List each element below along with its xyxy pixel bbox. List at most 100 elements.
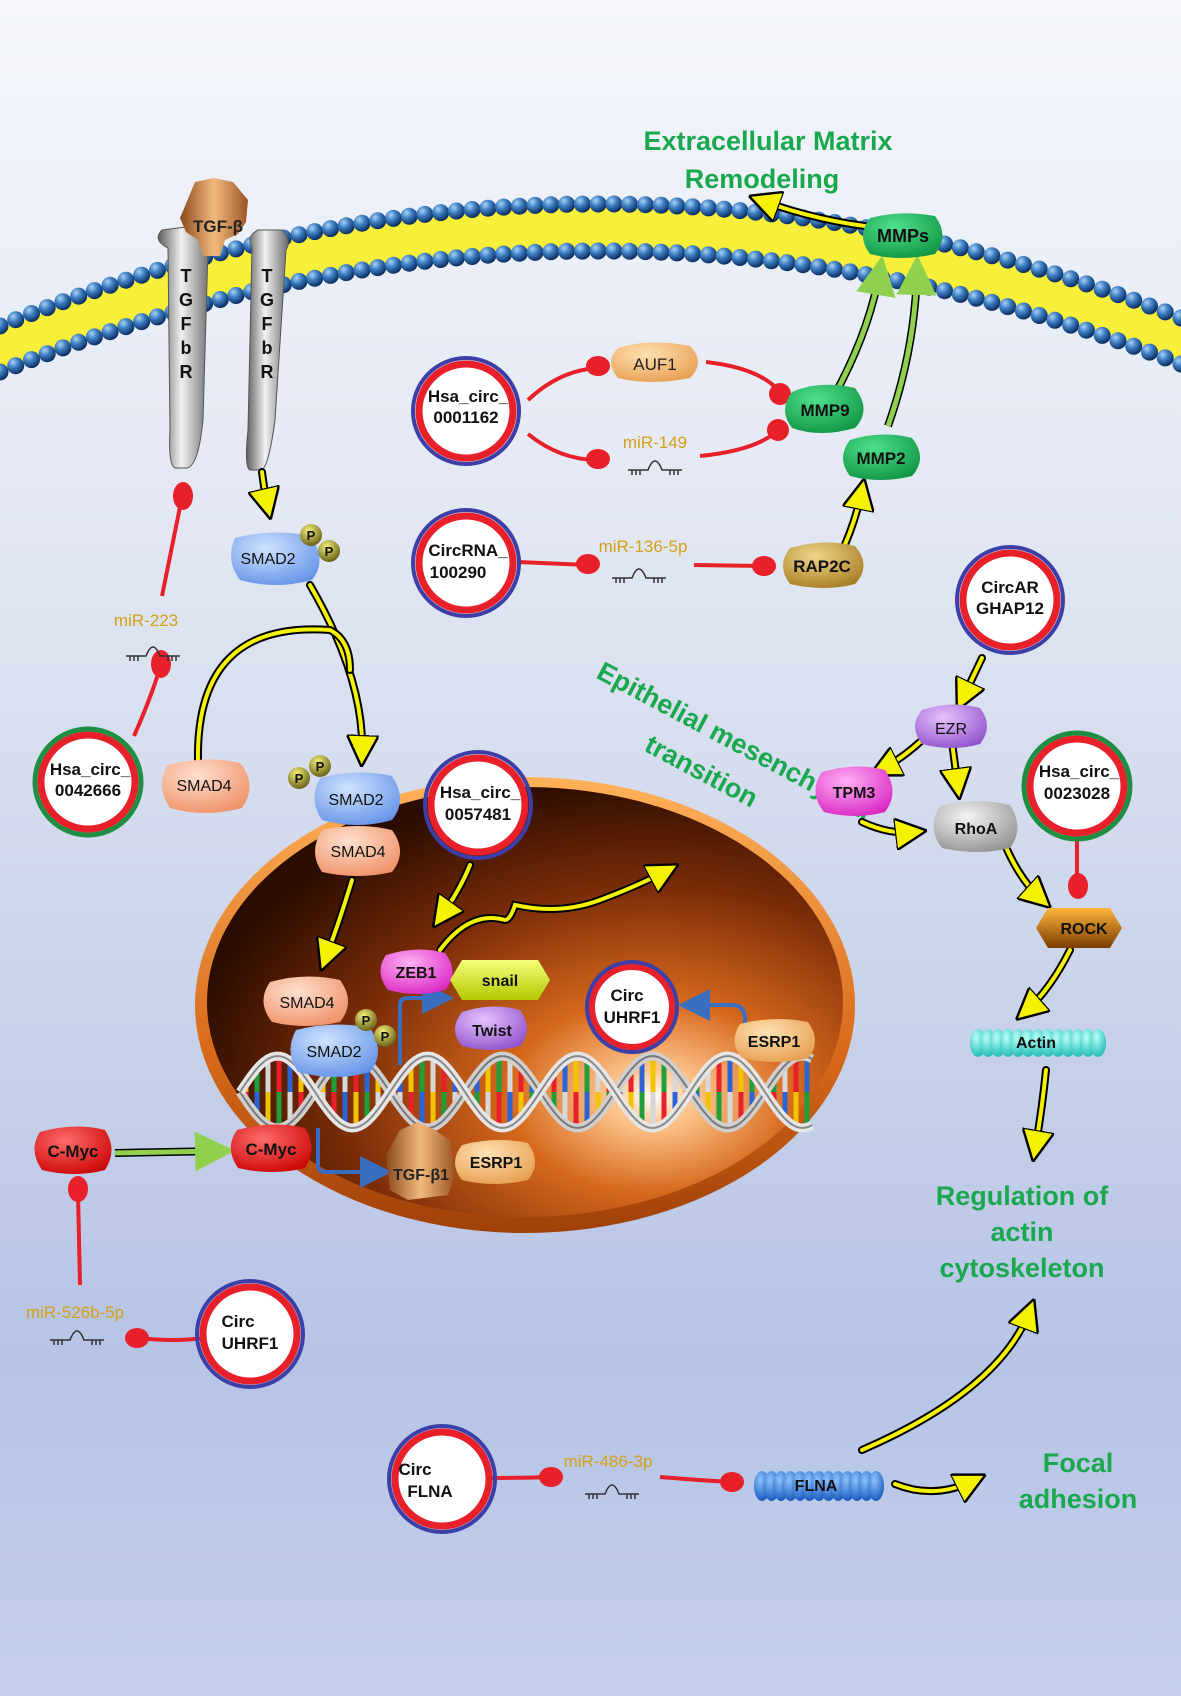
phospholipid-head	[605, 195, 623, 213]
phospholipid-head	[967, 289, 985, 307]
phospholipid-head	[699, 246, 717, 264]
phospholipid-head	[23, 351, 40, 369]
activate-arrow	[306, 581, 362, 755]
phospholipid-head	[306, 269, 324, 287]
protein-label: MMPs	[877, 226, 929, 246]
transcription-arrow	[678, 989, 747, 1052]
phospholipid-head	[1141, 297, 1158, 315]
phospho-label: P	[381, 1029, 390, 1044]
phospholipid-head	[999, 298, 1017, 316]
inhibit-line	[132, 667, 162, 737]
phospholipid-head	[747, 250, 765, 268]
circrna-label: 0023028	[1044, 784, 1110, 803]
inhibit-line	[160, 501, 183, 597]
circrna-hsa-circ-0057481: Hsa_circ_ 0057481	[423, 750, 533, 860]
phospholipid-head	[967, 243, 985, 261]
phospholipid-head	[668, 197, 686, 215]
activate-arrow	[891, 1480, 975, 1491]
phospholipid-head	[1077, 275, 1095, 293]
circrna-label: GHAP12	[976, 599, 1044, 618]
circrna-label: CircAR	[981, 578, 1039, 597]
circrna-label: Hsa_circ_	[50, 760, 131, 779]
phospholipid-head	[936, 282, 954, 300]
phospholipid-head	[38, 299, 56, 317]
tgfbr-letter: G	[179, 290, 193, 310]
mmp9-to-mmps-arrow	[830, 269, 884, 398]
circrna-label: UHRF1	[604, 1008, 661, 1027]
actin-title-line2: actin	[990, 1217, 1053, 1247]
phospholipid-head	[495, 198, 513, 216]
transcription-arrow	[316, 1128, 392, 1188]
actin-monomer-icon	[1090, 1029, 1106, 1057]
protein-label: Actin	[1016, 1035, 1056, 1052]
protein-label: ROCK	[1060, 921, 1108, 938]
mirna-label: miR-486-3p	[564, 1452, 653, 1471]
activate-arrow	[858, 822, 915, 833]
flna-monomer-icon	[868, 1471, 884, 1501]
phospholipid-head	[841, 263, 859, 281]
inhibit-line	[705, 360, 782, 394]
protein-label: FLNA	[795, 1478, 838, 1495]
phospholipid-head	[684, 245, 702, 263]
circrna-label: Hsa_circ_	[440, 783, 521, 802]
phospholipid-head	[400, 207, 418, 225]
protein-smad2-nuclear: SMAD2 P P	[290, 1009, 396, 1077]
phospholipid-head	[0, 363, 9, 381]
phospholipid-head	[463, 201, 481, 218]
protein-snail: snail	[450, 960, 550, 1000]
phospholipid-head	[1093, 326, 1111, 344]
phospholipid-head	[290, 272, 308, 290]
phospholipid-head	[510, 244, 528, 262]
phospholipid-head	[1014, 256, 1032, 273]
protein-label: SMAD2	[240, 551, 295, 568]
protein-ezr: EZR	[915, 704, 987, 748]
protein-smad4-complex: SMAD4	[315, 826, 400, 876]
activate-arrow	[193, 625, 354, 766]
inhibit-end	[720, 1472, 744, 1492]
phospho-label: P	[295, 771, 304, 786]
protein-esrp1-bottom: ESRP1	[455, 1139, 535, 1184]
phospholipid-head	[888, 272, 906, 290]
protein-mmp9: MMP9	[785, 384, 864, 433]
inhibit-line	[526, 366, 599, 402]
phospholipid-head	[636, 196, 654, 214]
circrna-label: Hsa_circ_	[1039, 762, 1120, 781]
activate-arrow	[325, 876, 356, 960]
phospholipid-head	[510, 197, 528, 215]
phospholipid-head	[1077, 321, 1095, 339]
tgfb-ligand-label: TGF-β	[193, 217, 243, 236]
circrna-hsa-circ-0001162: Hsa_circ_ 0001162	[411, 356, 521, 466]
inhibit-line	[659, 1475, 731, 1484]
protein-tgf-b1: TGF-β1	[386, 1122, 455, 1200]
activate-arrow	[858, 1310, 1030, 1454]
phospholipid-head	[432, 204, 450, 222]
mirna-hairpin-icon	[50, 1330, 104, 1345]
phospholipid-head	[747, 203, 765, 221]
activate-arrow	[962, 654, 986, 700]
protein-label: snail	[482, 973, 518, 990]
phospholipid-head	[1062, 316, 1080, 334]
inhibit-end	[752, 556, 776, 576]
circrna-label: UHRF1	[222, 1334, 279, 1353]
actin-filament-icon	[970, 1029, 1106, 1057]
inhibit-end	[769, 383, 791, 405]
mirna-hairpin-icon	[628, 460, 682, 475]
protein-smad4-cytoplasm: SMAD4	[161, 759, 250, 813]
phospholipid-head	[322, 266, 339, 284]
phospho-icon	[318, 540, 340, 562]
phospho-icon	[355, 1009, 377, 1031]
phospholipid-head	[447, 202, 465, 220]
phospholipid-head	[558, 195, 576, 213]
phospholipid-head	[416, 205, 434, 223]
phospholipid-head	[117, 318, 135, 336]
phospholipid-head	[951, 285, 969, 303]
phospholipid-head	[7, 311, 25, 329]
protein-label: MMP9	[800, 401, 849, 420]
protein-label: AUF1	[633, 355, 676, 374]
phospholipid-head	[1156, 349, 1174, 367]
phospholipid-head	[983, 293, 1001, 311]
ecm-title-line2: Remodeling	[685, 164, 840, 194]
phospholipid-head	[652, 243, 670, 261]
mirna-mir-223: miR-223	[114, 611, 180, 661]
